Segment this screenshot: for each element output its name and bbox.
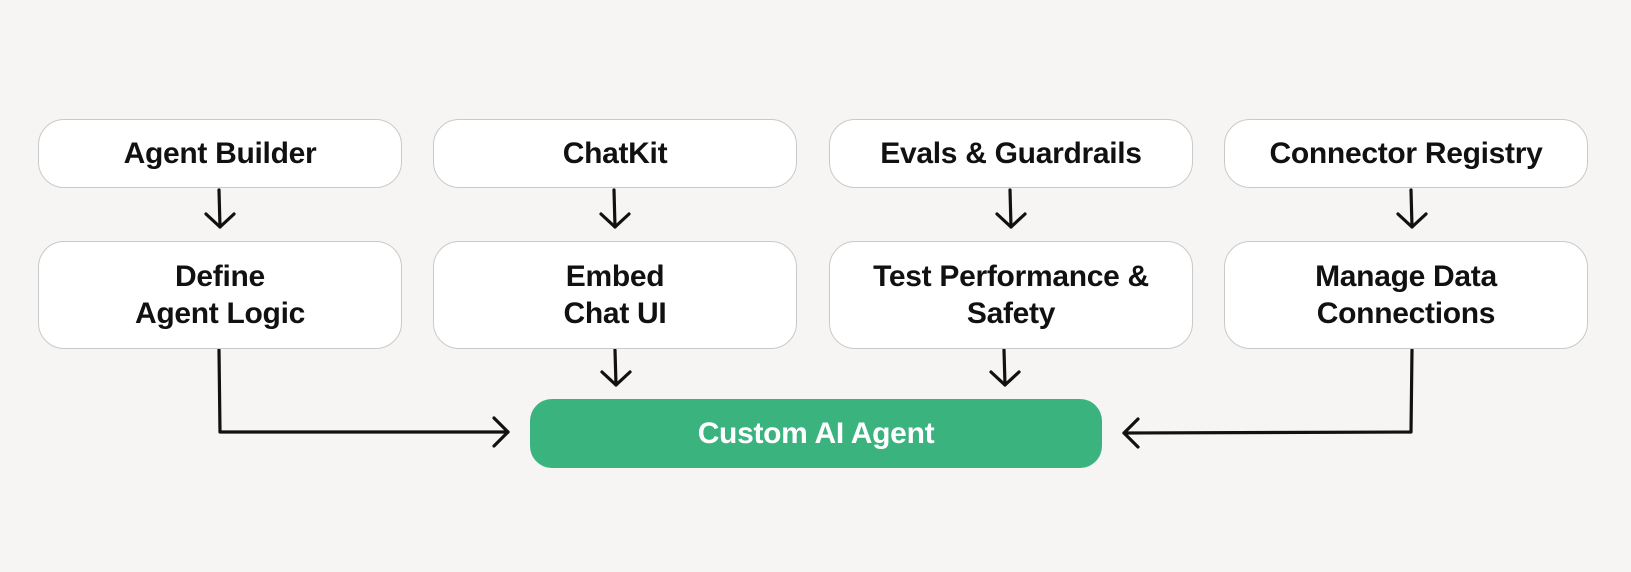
node-label-line: Safety [966, 297, 1056, 330]
node-embed-chat-ui: Embed Chat UI [433, 241, 797, 349]
arrow-test-to-target [989, 348, 1021, 387]
node-test-performance-safety: Test Performance & Safety [829, 241, 1193, 349]
node-connector-registry: Connector Registry [1224, 119, 1588, 188]
node-label: Evals & Guardrails [880, 137, 1142, 170]
node-label-line: Define [175, 260, 265, 293]
arrow-agent-builder-to-define [204, 188, 236, 229]
target-label: Custom AI Agent [697, 416, 935, 450]
node-label: Connector Registry [1269, 137, 1543, 170]
node-agent-builder: Agent Builder [38, 119, 402, 188]
node-label-line: Manage Data [1315, 260, 1497, 293]
arrow-embed-to-target [600, 348, 632, 387]
arrow-connector-to-manage [1396, 188, 1428, 229]
arrow-evals-to-test [995, 188, 1027, 229]
arrow-manage-to-target [1122, 348, 1414, 449]
node-label: Agent Builder [123, 137, 317, 170]
node-label-line: Agent Logic [134, 297, 306, 330]
arrow-define-to-target [217, 348, 510, 448]
node-define-agent-logic: Define Agent Logic [38, 241, 402, 349]
node-label-line: Test Performance & [873, 260, 1149, 293]
arrow-chatkit-to-embed [599, 188, 631, 229]
node-label: ChatKit [562, 137, 668, 170]
node-custom-ai-agent: Custom AI Agent [530, 399, 1102, 468]
node-evals-guardrails: Evals & Guardrails [829, 119, 1193, 188]
node-label-line: Chat UI [563, 297, 667, 330]
node-chatkit: ChatKit [433, 119, 797, 188]
node-manage-data-connections: Manage Data Connections [1224, 241, 1588, 349]
node-label-line: Embed [565, 260, 665, 293]
node-label-line: Connections [1316, 297, 1496, 330]
